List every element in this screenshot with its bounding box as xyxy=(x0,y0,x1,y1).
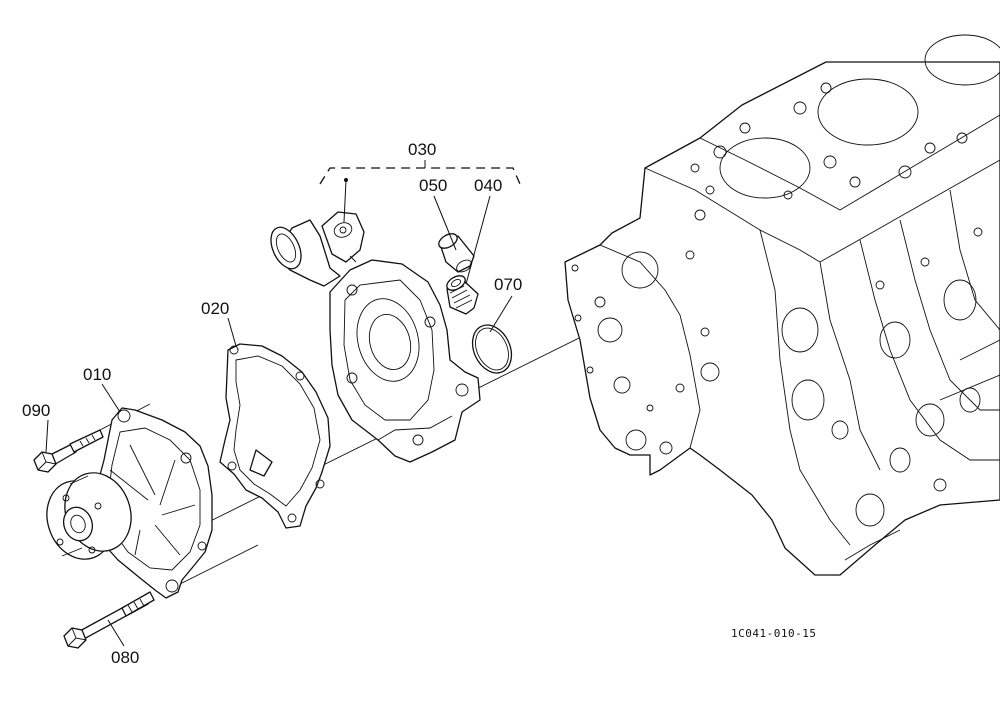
engine-block xyxy=(564,34,1000,576)
fitting-040 xyxy=(446,275,479,315)
gasket-020 xyxy=(219,343,331,529)
label-070: 070 xyxy=(494,275,522,294)
bolt-090 xyxy=(33,429,104,473)
label-020: 020 xyxy=(201,299,229,318)
pump-housing-030 xyxy=(270,211,481,463)
part-labels: 030 050 040 070 020 010 090 080 xyxy=(22,140,522,667)
o-ring-070 xyxy=(471,324,513,374)
sleeve-050 xyxy=(438,233,475,273)
label-040: 040 xyxy=(474,176,502,195)
bolt-080 xyxy=(63,591,155,649)
water-pump-010 xyxy=(46,407,213,599)
leader-lines xyxy=(45,179,513,647)
label-050: 050 xyxy=(419,176,447,195)
label-010: 010 xyxy=(83,365,111,384)
label-090: 090 xyxy=(22,401,50,420)
label-030: 030 xyxy=(408,140,436,159)
label-080: 080 xyxy=(111,648,139,667)
drawing-code: 1C041-010-15 xyxy=(731,627,816,640)
